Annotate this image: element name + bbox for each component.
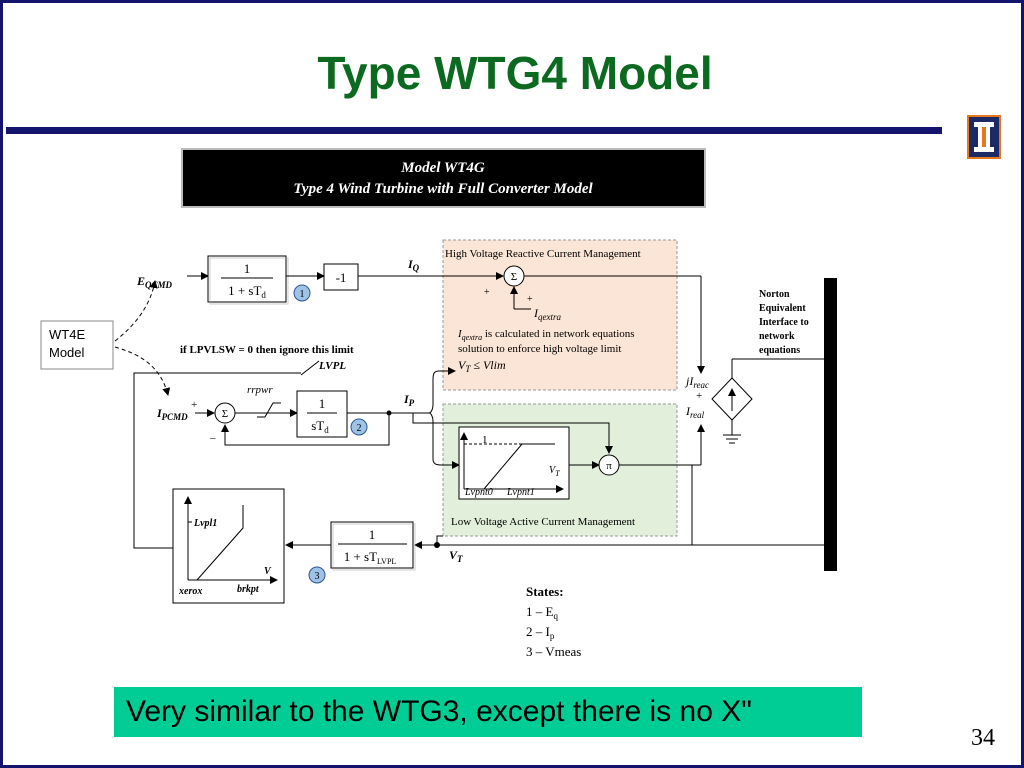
svg-text:+: + <box>527 294 533 305</box>
header-line-1: Model WT4G <box>400 160 485 176</box>
lv-region-title: Low Voltage Active Current Management <box>451 516 635 528</box>
wt4e-label-2: Model <box>49 345 85 360</box>
ip-label: IP <box>403 392 415 408</box>
lv-characteristic-graph: 1 Lvpnt0 Lvpnt1 VT <box>458 426 570 500</box>
svg-text:3 – Vmeas: 3 – Vmeas <box>526 644 581 659</box>
lvpl-characteristic-graph: Lvpl1 V xerox brkpt <box>172 488 285 604</box>
svg-text:+: + <box>696 390 702 402</box>
svg-text:solution to enforce high volta: solution to enforce high voltage limit <box>458 343 621 355</box>
svg-text:network: network <box>759 331 795 342</box>
ipcmd-label: IPCMD <box>156 406 188 422</box>
title-rule <box>6 127 942 134</box>
svg-text:1: 1 <box>369 527 376 542</box>
state-3-marker <box>308 566 326 584</box>
svg-text:Equivalent: Equivalent <box>759 303 806 314</box>
block-3-filter: 1 1 + sTLVPL <box>330 521 416 571</box>
svg-text:Lvpnt1: Lvpnt1 <box>506 487 535 498</box>
logo-accent <box>982 127 986 147</box>
svg-text:1 + sTLVPL: 1 + sTLVPL <box>344 549 397 566</box>
wt4e-model-box: WT4E Model <box>40 320 114 370</box>
wt4e-label-1: WT4E <box>49 327 85 342</box>
svg-text:brkpt: brkpt <box>237 584 260 595</box>
hv-region-title: High Voltage Reactive Current Management <box>445 248 641 260</box>
svg-text:π: π <box>606 460 612 472</box>
svg-text:Iqextra is calculated in netwo: Iqextra is calculated in network equatio… <box>457 328 635 342</box>
vt-label: VT <box>449 548 463 564</box>
model-header: Model WT4G Type 4 Wind Turbine with Full… <box>181 148 706 208</box>
norton-note: Norton Equivalent Interface to network e… <box>759 289 809 356</box>
svg-text:Σ: Σ <box>222 408 228 420</box>
svg-text:+: + <box>191 399 197 411</box>
svg-text:1 – Eq: 1 – Eq <box>526 604 558 621</box>
iqextra-label: Iqextra <box>533 306 561 322</box>
svg-text:sTd: sTd <box>311 418 329 435</box>
svg-text:1 + sTd: 1 + sTd <box>228 283 266 300</box>
slide-title: Type WTG4 Model <box>317 47 713 99</box>
state-1-marker <box>293 284 311 302</box>
block-1-transfer: 1 1 + sTd <box>207 255 289 305</box>
hv-region <box>442 239 678 391</box>
svg-text:–: – <box>209 432 216 444</box>
svg-text:2 – Ip: 2 – Ip <box>526 624 555 641</box>
svg-text:Lvpl1: Lvpl1 <box>193 518 217 529</box>
state-2-marker <box>350 418 368 436</box>
eqcmd-label: EQCMD <box>136 274 173 290</box>
hv-condition: VT ≤ Vlim <box>458 358 506 374</box>
svg-text:Σ: Σ <box>511 271 517 283</box>
university-i-logo <box>967 115 1001 159</box>
svg-text:-1: -1 <box>336 270 347 285</box>
ireal-label: Ireal <box>685 404 705 420</box>
svg-text:1: 1 <box>300 289 305 300</box>
svg-text:xerox: xerox <box>178 586 202 597</box>
svg-text:States:: States: <box>526 584 564 599</box>
svg-text:VT: VT <box>549 465 560 478</box>
current-source <box>711 358 824 444</box>
lvplsw-note: if LPVLSW = 0 then ignore this limit <box>180 344 354 356</box>
wt4g-block-diagram: Model WT4G Type 4 Wind Turbine with Full… <box>40 148 837 659</box>
svg-text:+: + <box>484 287 490 298</box>
svg-text:2: 2 <box>357 423 362 434</box>
svg-text:1: 1 <box>319 396 326 411</box>
summary-callout: Very similar to the WTG3, except there i… <box>114 687 862 737</box>
svg-text:3: 3 <box>315 571 320 582</box>
block-2-integrator: 1 sTd <box>296 390 348 438</box>
svg-text:1: 1 <box>482 434 488 446</box>
gain-neg1-block: -1 <box>323 263 359 291</box>
iq-label: IQ <box>407 257 420 273</box>
header-line-2: Type 4 Wind Turbine with Full Converter … <box>293 181 593 197</box>
page-number: 34 <box>971 725 995 751</box>
svg-text:Interface to: Interface to <box>759 317 809 328</box>
svg-text:Norton: Norton <box>759 289 790 300</box>
svg-text:V: V <box>264 566 272 577</box>
svg-text:equations: equations <box>759 345 800 356</box>
rrpwr-label: rrpwr <box>247 384 273 396</box>
network-bus <box>824 278 837 571</box>
lvpl-label: LVPL <box>318 360 346 372</box>
states-list: States: 1 – Eq 2 – Ip 3 – Vmeas <box>526 584 581 659</box>
svg-text:1: 1 <box>244 261 251 276</box>
svg-text:Lvpnt0: Lvpnt0 <box>464 487 493 498</box>
jireac-label: jIreac <box>684 374 709 390</box>
